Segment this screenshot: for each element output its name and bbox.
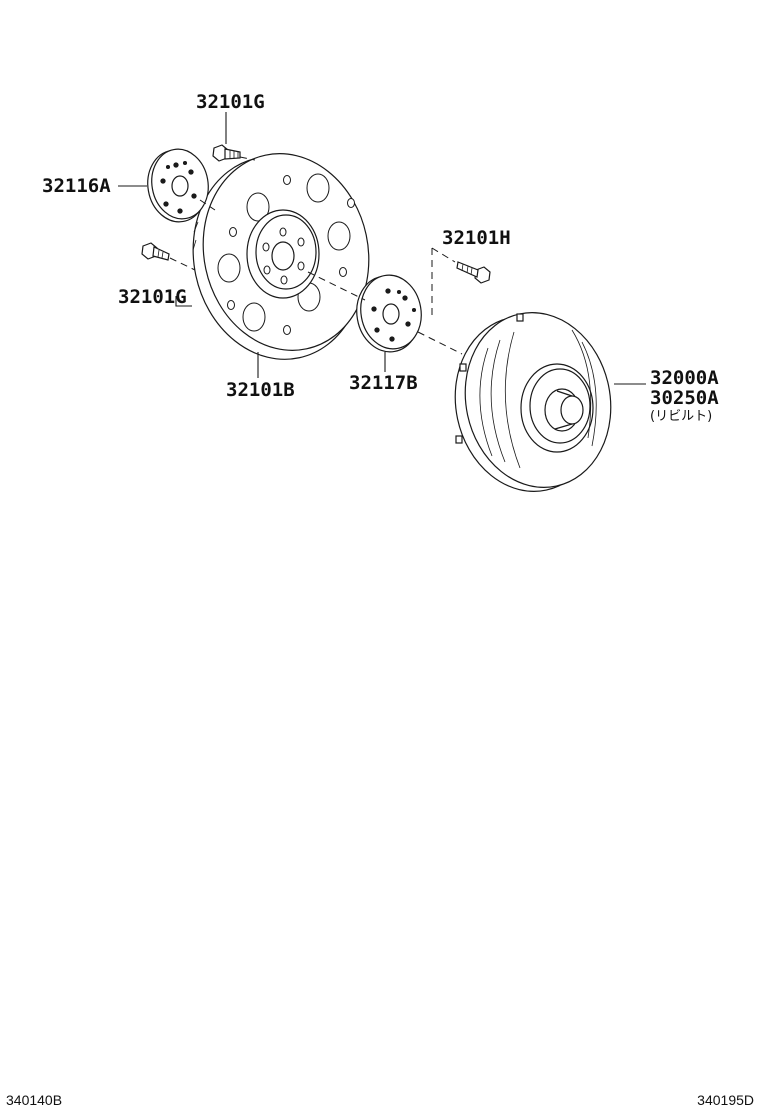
leader-32101g-left [175,296,192,307]
label-torque-converter-alt: 30250A [650,387,719,409]
label-flywheel: 32101B [226,379,295,401]
torque-converter-drawing [454,312,612,492]
assembly-line-front-plate [199,199,216,211]
assembly-line-top [239,156,256,161]
assembly-line-center [307,271,366,301]
assembly-line-right-bolt [431,247,456,320]
assembly-line-plate [417,331,463,355]
label-bolt-right: 32101H [442,227,511,249]
bolt-left-drawing [141,242,170,261]
footer-right-code: 340195D [697,1092,754,1108]
footer-left-code: 340140B [6,1092,62,1108]
label-drive-plate-rear: 32117B [349,372,418,394]
bolt-top-drawing [212,144,241,162]
label-bolt-top: 32101G [196,91,265,113]
label-bolt-left: 32101G [118,286,187,308]
flywheel-drawing [192,153,370,360]
rear-plate-drawing [356,274,422,353]
bolt-right-drawing [456,261,491,284]
label-rebuilt-note: (リビルト) [650,409,712,424]
label-drive-plate-front: 32116A [42,175,111,197]
assembly-line-left [169,257,196,271]
front-plate-drawing [147,148,209,223]
label-torque-converter: 32000A [650,367,719,389]
